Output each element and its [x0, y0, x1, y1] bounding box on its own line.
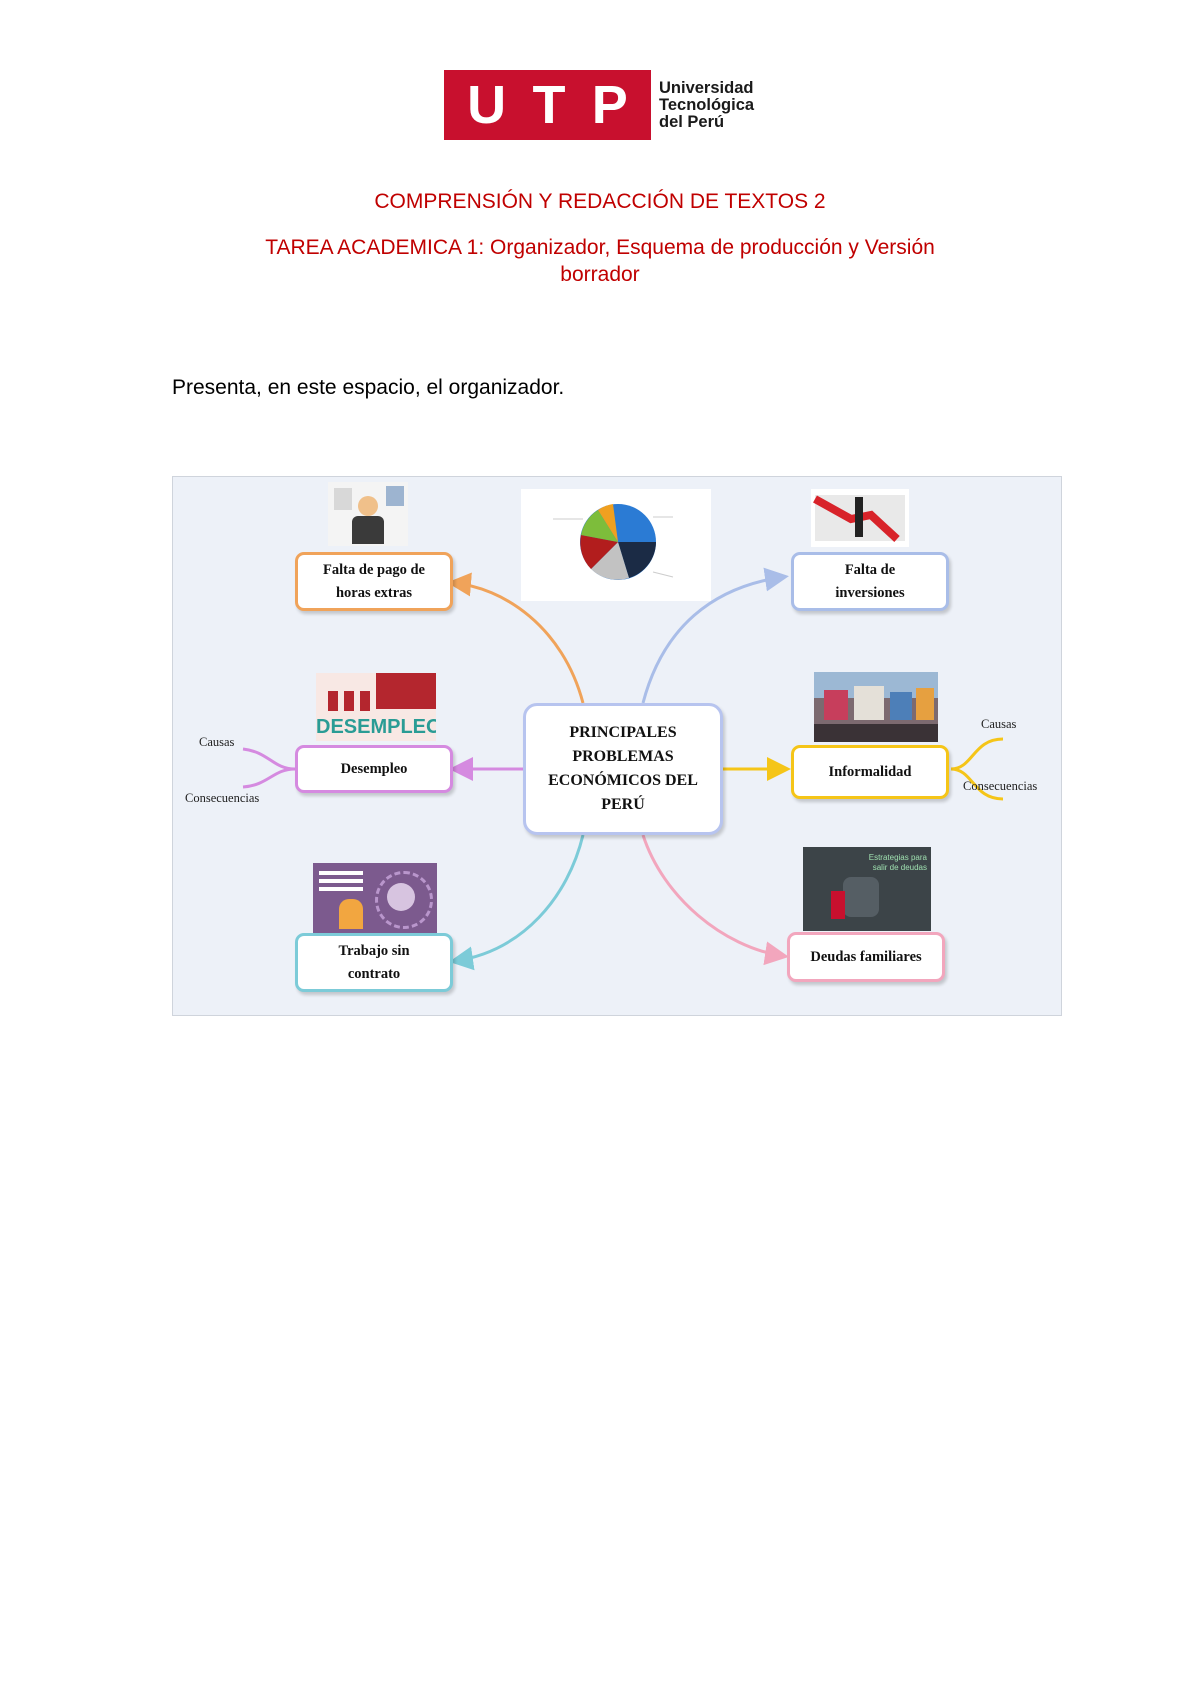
informalidad-branch-curves [950, 737, 1004, 801]
desempleo-banner-text: DESEMPLEO [316, 716, 436, 738]
node-text-line: Falta de pago de [323, 561, 425, 578]
pie-chart-image [521, 489, 711, 601]
deudas-banner-text: Estrategias para salir de deudas [868, 853, 927, 872]
central-text-line: PERÚ [601, 796, 645, 813]
connector-deudas [641, 834, 789, 966]
mindmap-connectors [242, 489, 1004, 971]
logo-letter-u: U [467, 75, 507, 135]
logo-text: Universidad Tecnológica del Perú [659, 78, 755, 131]
overtime-worker-image [328, 482, 408, 546]
node-inversiones: Falta de inversiones [791, 552, 949, 611]
central-node: PRINCIPALES PROBLEMAS ECONÓMICOS DEL PER… [523, 703, 723, 835]
desempleo-consecuencias-label: Consecuencias [185, 791, 260, 805]
prompt-text: Presenta, en este espacio, el organizado… [172, 376, 565, 399]
utp-logo-box: U T P [444, 70, 651, 140]
central-text-line: PRINCIPALES [569, 724, 677, 741]
informalidad-causas-label: Causas [981, 717, 1017, 731]
node-text-line: Informalidad [828, 763, 912, 780]
course-title: COMPRENSIÓN Y REDACCIÓN DE TEXTOS 2 [374, 190, 826, 213]
central-text-line: ECONÓMICOS DEL [548, 772, 698, 789]
node-text-line: Falta de [844, 561, 896, 578]
connector-horas-extras [447, 572, 585, 704]
node-text-line: Trabajo sin [338, 942, 410, 959]
node-deudas-familiares: Deudas familiares [787, 932, 945, 982]
desempleo-causas-label: Causas [199, 735, 235, 749]
connector-trabajo [449, 834, 585, 971]
logo-text-line: Universidad [659, 78, 754, 97]
node-informalidad: Informalidad [791, 745, 949, 799]
task-title-line: borrador [560, 263, 640, 286]
connector-inversiones [641, 567, 789, 704]
logo-text-line: Tecnológica [659, 95, 755, 114]
central-text-line: PROBLEMAS [572, 748, 674, 765]
investment-decline-image [811, 489, 909, 547]
logo-letter-p: P [591, 75, 628, 135]
node-text-line: Deudas familiares [810, 948, 922, 965]
desempleo-branch-curves [242, 747, 296, 789]
logo-letter-t: T [532, 75, 566, 135]
node-text-line: contrato [347, 965, 401, 982]
family-debt-image: Estrategias para salir de deudas [803, 847, 931, 931]
node-text-line: Desempleo [340, 760, 408, 777]
desempleo-image: DESEMPLEO [316, 673, 436, 741]
task-title: TAREA ACADEMICA 1: Organizador, Esquema … [0, 234, 1200, 288]
node-text-line: inversiones [835, 584, 905, 601]
node-desempleo: Desempleo [295, 745, 453, 793]
informalidad-consecuencias-label: Consecuencias [963, 779, 1038, 793]
task-title-line: TAREA ACADEMICA 1: Organizador, Esquema … [265, 236, 935, 259]
mindmap-frame: DESEMPLEO Estrategias para salir de deud… [172, 476, 1062, 1016]
utp-logo: U T P Universidad Tecnológica del Perú [444, 70, 754, 140]
node-horas-extras: Falta de pago de horas extras [295, 552, 453, 611]
logo-text-line: del Perú [659, 112, 725, 131]
node-text-line: horas extras [335, 584, 413, 601]
informal-market-image [814, 672, 938, 742]
work-contract-image [313, 863, 437, 933]
node-trabajo-sin-contrato: Trabajo sin contrato [295, 933, 453, 992]
